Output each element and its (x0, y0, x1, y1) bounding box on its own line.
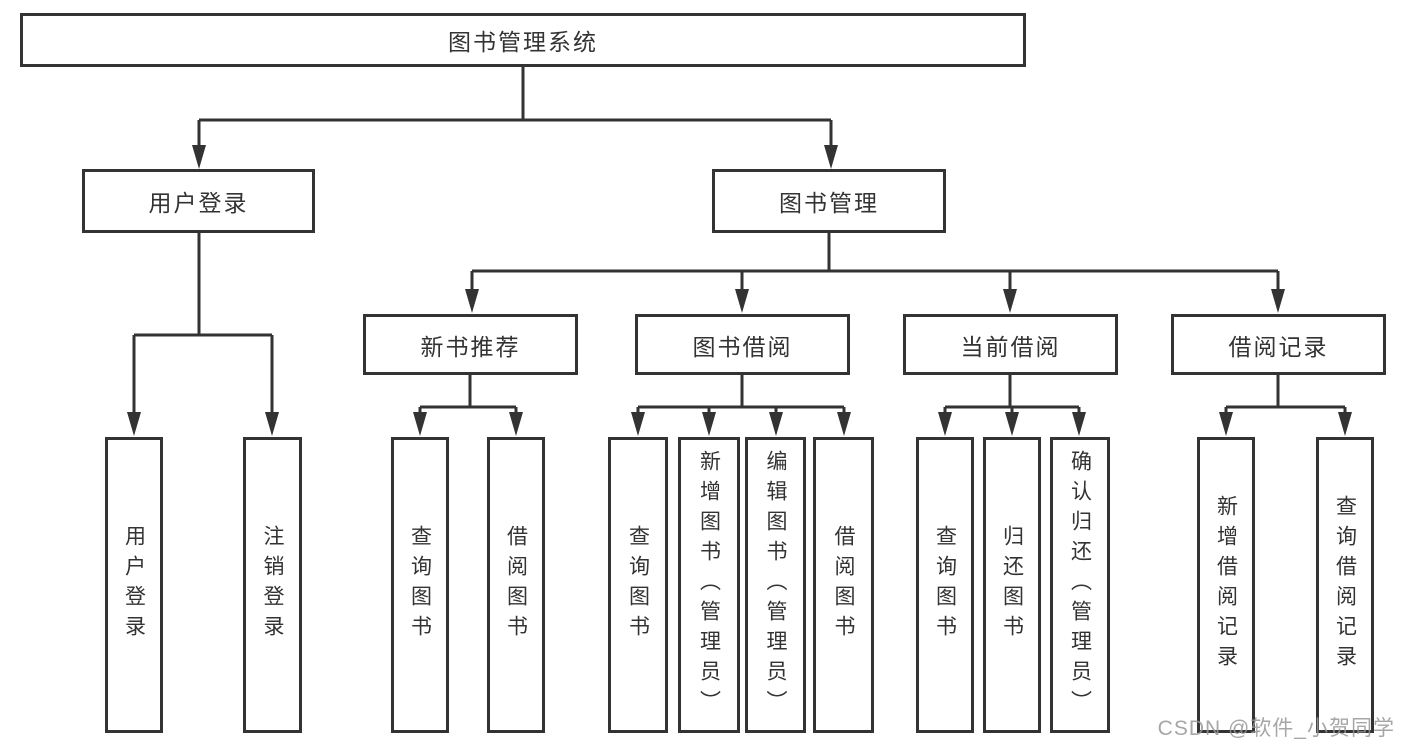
leaf-user-login: 用户登录 (105, 437, 163, 733)
connector-borrow-record-to-leaves (1219, 375, 1352, 436)
node-label: 查询图书 (626, 525, 650, 645)
leaf-borrow-books-1: 借阅图书 (487, 437, 545, 733)
leaf-query-borrow-record: 查询借阅记录 (1316, 437, 1374, 733)
node-label: 图书管理系统 (448, 29, 598, 55)
connector-root-to-level2 (192, 67, 838, 169)
arrow-down-icon (769, 412, 783, 436)
leaf-return-books: 归还图书 (983, 437, 1041, 733)
connector-book-borrow-to-leaves (631, 375, 851, 436)
node-user-login: 用户登录 (82, 169, 315, 233)
node-label: 图书借阅 (692, 333, 793, 360)
arrow-down-icon (631, 412, 645, 436)
leaf-confirm-return-admin: 确认归还（管理员） (1050, 437, 1110, 733)
node-root-library-system: 图书管理系统 (20, 13, 1026, 67)
arrow-down-icon (837, 412, 851, 436)
arrow-down-icon (1003, 289, 1017, 313)
arrow-down-icon (1271, 289, 1285, 313)
leaf-query-books-3: 查询图书 (916, 437, 974, 733)
node-label: 注销登录 (261, 525, 284, 645)
node-book-borrow: 图书借阅 (635, 314, 850, 375)
arrow-down-icon (465, 289, 479, 313)
leaf-add-books-admin: 新增图书（管理员） (678, 437, 740, 733)
arrow-down-icon (824, 145, 838, 169)
node-current-borrow: 当前借阅 (903, 314, 1118, 375)
connector-current-borrow-to-leaves (938, 375, 1086, 436)
arrow-down-icon (1338, 412, 1352, 436)
node-label: 查询借阅记录 (1333, 495, 1357, 675)
leaf-add-borrow-record: 新增借阅记录 (1197, 437, 1255, 733)
node-label: 借阅图书 (504, 525, 528, 645)
arrow-down-icon (192, 145, 206, 169)
arrow-down-icon (413, 412, 427, 436)
node-label: 查询图书 (408, 525, 432, 645)
arrow-down-icon (509, 412, 523, 436)
arrow-down-icon (1219, 412, 1233, 436)
node-label: 新增借阅记录 (1214, 495, 1238, 675)
arrow-down-icon (735, 289, 749, 313)
connector-new-book-to-leaves (413, 375, 523, 436)
arrow-down-icon (265, 412, 279, 436)
arrow-down-icon (127, 412, 141, 436)
connector-book-management-to-level3 (465, 233, 1285, 313)
node-label: 当前借阅 (960, 333, 1061, 360)
leaf-logout: 注销登录 (243, 437, 302, 733)
node-label: 新增图书（管理员） (697, 450, 721, 720)
arrow-down-icon (1072, 412, 1086, 436)
leaf-query-books-2: 查询图书 (608, 437, 668, 733)
node-label: 新书推荐 (420, 333, 521, 360)
leaf-edit-books-admin: 编辑图书（管理员） (745, 437, 806, 733)
arrow-down-icon (702, 412, 716, 436)
node-borrow-record: 借阅记录 (1171, 314, 1386, 375)
csdn-watermark: CSDN @软件_小贺同学 (1157, 717, 1395, 740)
node-label: 用户登录 (148, 190, 249, 216)
node-label: 确认归还（管理员） (1068, 450, 1092, 720)
node-label: 查询图书 (933, 525, 957, 645)
node-label: 借阅记录 (1228, 333, 1329, 360)
connector-user-login-to-leaves (127, 233, 279, 436)
node-label: 借阅图书 (832, 525, 855, 645)
arrow-down-icon (938, 412, 952, 436)
node-label: 图书管理 (779, 190, 879, 216)
leaf-borrow-books-2: 借阅图书 (813, 437, 874, 733)
leaf-query-books-1: 查询图书 (391, 437, 449, 733)
node-label: 归还图书 (1000, 525, 1024, 645)
node-label: 编辑图书（管理员） (764, 450, 787, 720)
arrow-down-icon (1005, 412, 1019, 436)
node-label: 用户登录 (122, 525, 146, 645)
node-new-book-recommend: 新书推荐 (363, 314, 578, 375)
node-book-management: 图书管理 (712, 169, 946, 233)
